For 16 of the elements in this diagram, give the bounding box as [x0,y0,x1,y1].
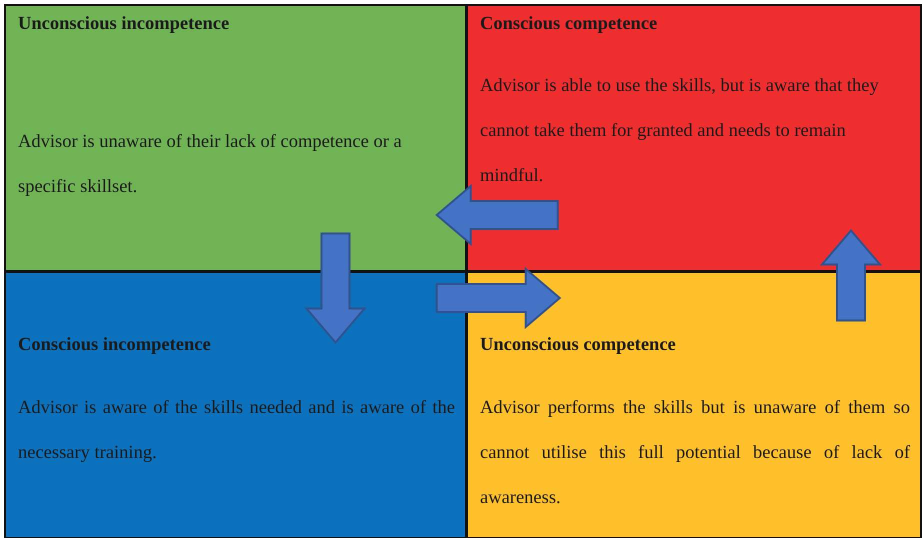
quadrant-heading: Unconscious competence [480,335,677,356]
quadrant-box [466,271,922,538]
block-arrow [436,266,562,330]
block-arrow [435,184,559,246]
block-arrow [304,232,367,344]
quadrant-heading: Conscious incompetence [18,335,212,356]
quadrant-description: Advisor is able to use the skills, but is aware that they cannot take them for granted and needs to remain mindful. [480,75,880,188]
quadrant-box [4,4,467,272]
quadrant-description: Advisor performs the skills but is unaware of them so cannot utilise this full potential because of lack of awareness. [480,397,910,510]
quadrant-box [4,271,467,538]
quadrant-heading: Unconscious incompetence [18,14,230,35]
quadrant-box [466,4,922,272]
block-arrow [820,228,882,322]
quadrant-description: Advisor is aware of the skills needed and is aware of the necessary training. [18,397,455,465]
quadrant-description: Advisor is unaware of their lack of competence or a specific skillset. [18,131,403,199]
quadrant-heading: Conscious competence [480,14,658,35]
